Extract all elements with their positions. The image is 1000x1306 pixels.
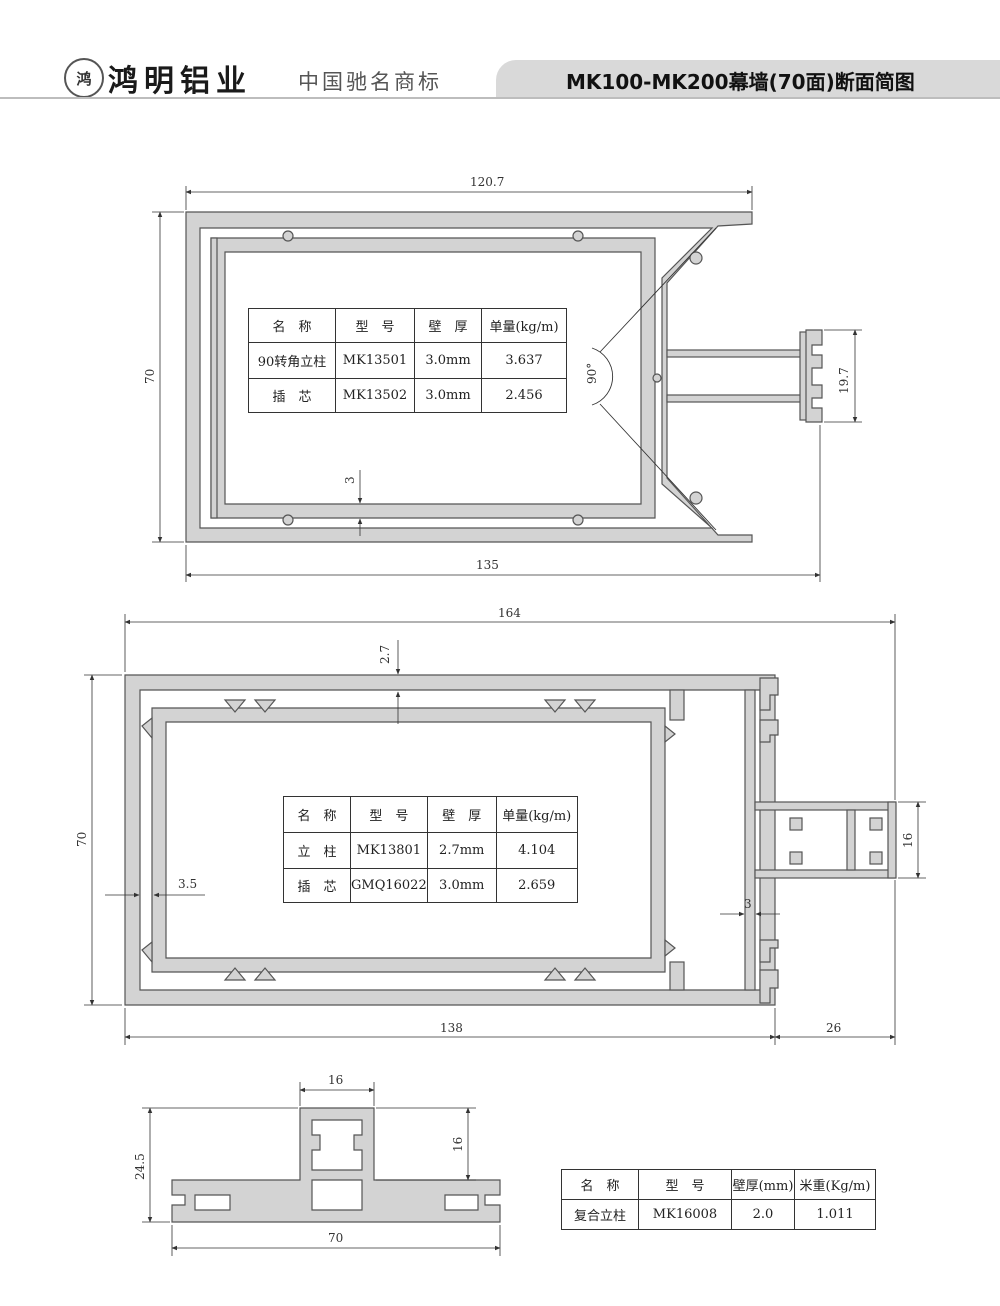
section1-angle	[591, 227, 717, 531]
table-row: 立 柱 MK13801 2.7mm 4.104	[283, 832, 578, 869]
section1-spec-table: 名 称 型 号 壁 厚 单量(kg/m) 90转角立柱 MK13501 3.0m…	[248, 308, 567, 413]
section3-dimensions	[142, 1082, 501, 1256]
section3-dim-slot: 16	[451, 1137, 465, 1152]
header-divider	[0, 97, 1000, 99]
section2-dim-height: 70	[75, 832, 89, 847]
brand-name: 鸿明铝业	[108, 64, 252, 99]
section1-dim-height: 70	[143, 369, 157, 384]
table-header-cell: 型 号	[350, 796, 428, 833]
table-cell: 3.0mm	[414, 378, 482, 413]
table-header-cell: 型 号	[335, 308, 415, 343]
table-cell: 1.011	[794, 1199, 876, 1230]
section1-dimensions	[152, 186, 862, 582]
table-cell: MK13501	[335, 342, 415, 379]
table-cell: 复合立柱	[561, 1199, 639, 1230]
table-header-cell: 壁厚(mm)	[731, 1169, 795, 1200]
table-cell: 3.0mm	[426, 868, 497, 903]
table-header-cell: 壁 厚	[426, 796, 497, 833]
section1-dim-tongue: 19.7	[837, 367, 851, 394]
table-cell: 2.456	[481, 378, 567, 413]
table-cell: GMQ16022	[350, 868, 428, 903]
section2-profile	[124, 674, 897, 1006]
table-row: 插 芯 GMQ16022 3.0mm 2.659	[283, 868, 578, 903]
table-cell: 插 芯	[248, 378, 336, 413]
table-cell: 2.7mm	[426, 832, 497, 869]
section2-dimensions	[84, 614, 926, 1045]
section3-dim-top: 16	[328, 1073, 343, 1087]
table-cell: MK13502	[335, 378, 415, 413]
table-cell: 2.659	[495, 868, 578, 903]
table-cell: 立 柱	[283, 832, 351, 869]
section1-dim-top: 120.7	[470, 175, 504, 189]
table-row: 插 芯 MK13502 3.0mm 2.456	[248, 378, 567, 413]
section2-dim-tongue-height: 16	[901, 833, 915, 848]
table-header-cell: 名 称	[283, 796, 351, 833]
table-header-cell: 名 称	[248, 308, 336, 343]
table-header-cell: 壁 厚	[414, 308, 482, 343]
section1-angle-label: 90°	[585, 363, 599, 384]
table-header-cell: 型 号	[638, 1169, 732, 1200]
section2-dim-top: 164	[498, 606, 521, 620]
section3-spec-table: 名 称 型 号 壁厚(mm) 米重(Kg/m) 复合立柱 MK16008 2.0…	[561, 1169, 876, 1230]
table-row: 90转角立柱 MK13501 3.0mm 3.637	[248, 342, 567, 379]
logo-glyph: 鸿	[76, 69, 92, 88]
table-header-row: 名 称 型 号 壁厚(mm) 米重(Kg/m)	[561, 1169, 876, 1200]
table-cell: MK16008	[638, 1199, 732, 1230]
section2-dim-wall-top: 2.7	[378, 645, 392, 664]
table-cell: 2.0	[731, 1199, 795, 1230]
table-cell: 3.0mm	[414, 342, 482, 379]
table-header-cell: 米重(Kg/m)	[794, 1169, 876, 1200]
section2-spec-table: 名 称 型 号 壁 厚 单量(kg/m) 立 柱 MK13801 2.7mm 4…	[283, 796, 578, 903]
section1-dim-wall: 3	[343, 476, 357, 484]
table-header-cell: 名 称	[561, 1169, 639, 1200]
table-header-row: 名 称 型 号 壁 厚 单量(kg/m)	[248, 308, 567, 343]
section2-dim-bottom: 138	[440, 1021, 463, 1035]
section2-dim-wall-left: 3.5	[178, 877, 197, 891]
table-header-row: 名 称 型 号 壁 厚 单量(kg/m)	[283, 796, 578, 833]
section1-dim-bottom: 135	[476, 558, 499, 572]
table-header-cell: 单量(kg/m)	[481, 308, 567, 343]
table-row: 复合立柱 MK16008 2.0 1.011	[561, 1199, 876, 1230]
table-cell: 插 芯	[283, 868, 351, 903]
table-cell: 3.637	[481, 342, 567, 379]
table-cell: MK13801	[350, 832, 428, 869]
table-cell: 90转角立柱	[248, 342, 336, 379]
section2-dim-wall-right: 3	[744, 897, 752, 911]
title-tab	[496, 60, 1000, 98]
section1-profile	[185, 211, 823, 543]
brand-slogan: 中国驰名商标	[298, 70, 442, 94]
page-header: 鸿 鸿明铝业 中国驰名商标 MK100-MK200幕墙(70面)断面简图	[0, 0, 1000, 100]
section3-dim-height: 24.5	[133, 1153, 147, 1180]
section3-profile	[171, 1107, 501, 1223]
section2-dim-tongue-width: 26	[826, 1021, 841, 1035]
page-title: MK100-MK200幕墙(70面)断面简图	[566, 70, 915, 94]
table-header-cell: 单量(kg/m)	[495, 796, 578, 833]
section3-dim-bottom: 70	[328, 1231, 343, 1245]
table-cell: 4.104	[495, 832, 578, 869]
